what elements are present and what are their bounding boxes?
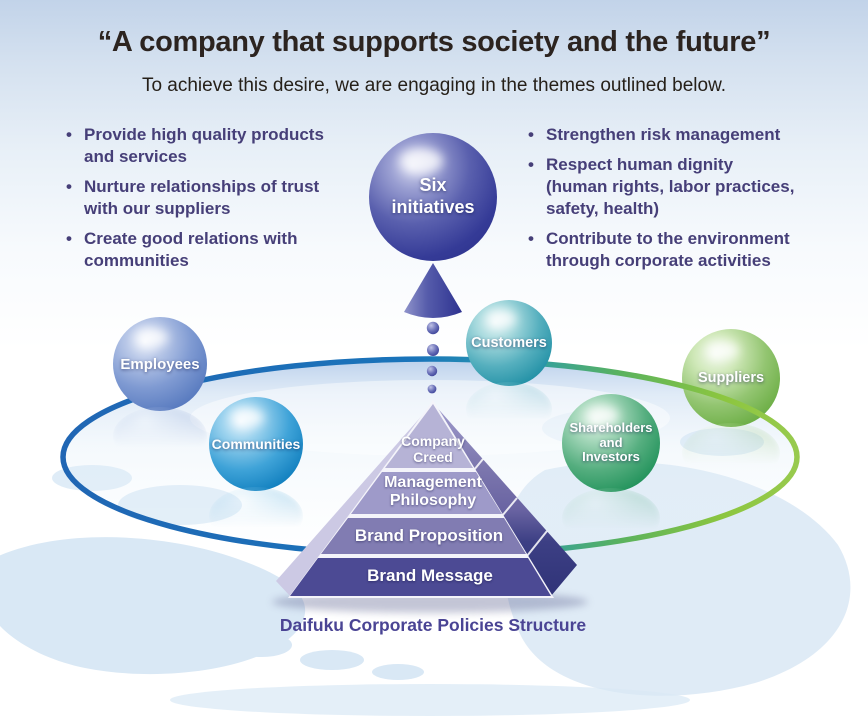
employees-sphere: Employees	[113, 317, 207, 411]
hub-sphere-six-initiatives: Six initiatives	[369, 133, 497, 261]
communities-reflection	[209, 487, 303, 545]
theme-item: • Create good relations with communities	[66, 228, 356, 272]
customers-reflection	[466, 382, 552, 436]
page-subtitle: To achieve this desire, we are engaging …	[141, 75, 727, 96]
customers-sphere: Customers	[466, 300, 552, 386]
flow-dot	[427, 384, 437, 394]
flow-dot	[426, 365, 438, 377]
flow-dot	[426, 321, 440, 335]
theme-list-left: • Provide high quality products and serv…	[66, 124, 356, 281]
theme-text: Contribute to the environment through co…	[546, 229, 790, 271]
shareholders-sphere: Shareholders and Investors	[562, 394, 660, 492]
suppliers-reflection	[682, 423, 780, 483]
employees-reflection	[113, 407, 207, 465]
employees-label: Employees	[120, 355, 200, 373]
theme-text: Create good relations with communities	[84, 229, 298, 271]
customers-label: Customers	[471, 335, 547, 351]
communities-sphere: Communities	[209, 397, 303, 491]
theme-text: Nurture relationships of trust with our …	[84, 177, 320, 219]
theme-item: • Respect human dignity (human rights, l…	[528, 154, 818, 220]
page-title: “A company that supports society and the…	[97, 26, 771, 58]
theme-list-right: • Strengthen risk management • Respect h…	[528, 124, 818, 281]
tier-label-brand-proposition: Brand Proposition	[354, 526, 504, 545]
theme-item: • Strengthen risk management	[528, 124, 818, 146]
bullet-icon: •	[66, 177, 72, 197]
theme-text: Respect human dignity (human rights, lab…	[546, 155, 795, 219]
theme-item: • Contribute to the environment through …	[528, 228, 818, 272]
six-initiatives-sphere: Six initiatives	[369, 133, 497, 261]
bullet-icon: •	[528, 229, 534, 249]
flow-dot	[427, 344, 439, 356]
stakeholder-sphere-communities: Communities	[209, 397, 303, 545]
stakeholder-sphere-shareholders: Shareholders and Investors	[562, 394, 660, 548]
shareholders-reflection	[562, 488, 660, 548]
suppliers-label: Suppliers	[697, 370, 765, 386]
communities-label: Communities	[211, 436, 301, 452]
stakeholder-sphere-suppliers: Suppliers	[682, 329, 780, 483]
bullet-icon: •	[528, 155, 534, 175]
tier-label-brand-message: Brand Message	[367, 566, 493, 585]
theme-item: • Nurture relationships of trust with ou…	[66, 176, 356, 220]
pyramid-caption: Daifuku Corporate Policies Structure	[279, 615, 587, 635]
bullet-icon: •	[66, 125, 72, 144]
six-initiatives-label: Six initiatives	[391, 175, 475, 217]
tier-label-company-creed: Company Creed	[401, 433, 465, 466]
stakeholder-sphere-customers: Customers	[466, 300, 552, 436]
bullet-icon: •	[66, 229, 72, 249]
stakeholder-sphere-employees: Employees	[113, 317, 207, 465]
bullet-icon: •	[528, 125, 534, 144]
tier-label-management-philosophy: Management Philosophy	[384, 474, 482, 509]
flow-arrow-cone	[404, 263, 462, 318]
theme-item: • Provide high quality products and serv…	[66, 124, 356, 168]
suppliers-sphere: Suppliers	[682, 329, 780, 427]
theme-text: Provide high quality products and servic…	[84, 125, 324, 167]
pyramid-shadow	[272, 591, 588, 613]
theme-text: Strengthen risk management	[546, 125, 781, 144]
shareholders-label: Shareholders and Investors	[569, 419, 653, 465]
